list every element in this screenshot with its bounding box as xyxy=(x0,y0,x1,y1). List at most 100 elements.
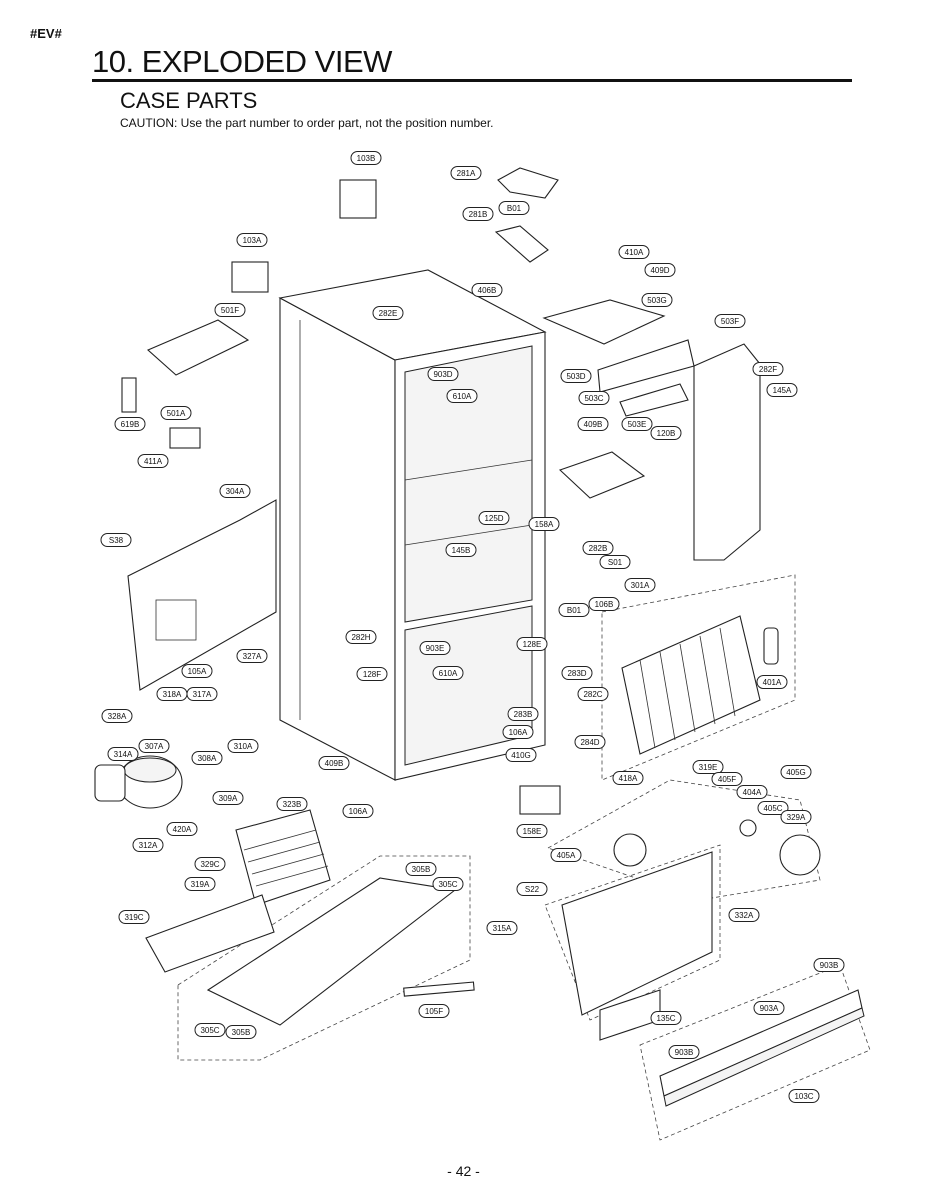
callout-text: 406B xyxy=(478,286,497,295)
callout-text: 145A xyxy=(773,386,792,395)
callout-text: 319A xyxy=(191,880,210,889)
callout-329a: 329A xyxy=(780,810,812,824)
callout-text: 301A xyxy=(631,581,650,590)
callout-text: 903E xyxy=(426,644,445,653)
callout-text: 282B xyxy=(589,544,608,553)
callout-332a: 332A xyxy=(728,908,760,922)
evaporator xyxy=(601,574,796,781)
callout-305b: 305B xyxy=(225,1025,257,1039)
page-number: - 42 - xyxy=(447,1163,480,1179)
callout-text: 145B xyxy=(452,546,471,555)
callout-103c: 103C xyxy=(788,1089,820,1103)
callout-323b: 323B xyxy=(276,797,308,811)
top-hinge xyxy=(231,167,559,293)
callout-text: 318A xyxy=(163,690,182,699)
callout-b01: B01 xyxy=(558,603,590,617)
callout-503g: 503G xyxy=(641,293,673,307)
callout-text: 503C xyxy=(584,394,603,403)
section-subtitle: CASE PARTS xyxy=(120,88,258,113)
callout-text: 323B xyxy=(283,800,302,809)
callout-text: 418A xyxy=(619,774,638,783)
callout-307a: 307A xyxy=(138,739,170,753)
condenser-coil xyxy=(235,809,331,906)
callout-619b: 619B xyxy=(114,417,146,431)
callout-text: 128E xyxy=(523,640,542,649)
callout-text: 619B xyxy=(121,420,140,429)
callout-501a: 501A xyxy=(160,406,192,420)
callout-text: 103C xyxy=(794,1092,813,1101)
machine-compartment-cover xyxy=(121,319,277,691)
callout-text: 310A xyxy=(234,742,253,751)
callout-405a: 405A xyxy=(550,848,582,862)
callout-text: 158E xyxy=(523,827,542,836)
callout-503d: 503D xyxy=(560,369,592,383)
callout-text: 410G xyxy=(511,751,531,760)
callout-text: 120B xyxy=(657,429,676,438)
callout-409b: 409B xyxy=(318,756,350,770)
callout-text: 105F xyxy=(425,1007,443,1016)
callout-text: 106B xyxy=(595,600,614,609)
callout-text: 305C xyxy=(438,880,457,889)
callout-282e: 282E xyxy=(372,306,404,320)
callout-309a: 309A xyxy=(212,791,244,805)
callout-409d: 409D xyxy=(644,263,676,277)
callout-text: 105A xyxy=(188,667,207,676)
duct-assembly xyxy=(542,299,761,561)
callout-text: 420A xyxy=(173,825,192,834)
callout-283d: 283D xyxy=(561,666,593,680)
callout-135c: 135C xyxy=(650,1011,682,1025)
callout-text: 610A xyxy=(439,669,458,678)
callout-text: 103B xyxy=(357,154,376,163)
callout-text: 503G xyxy=(647,296,667,305)
callout-text: 319C xyxy=(124,913,143,922)
callout-903e: 903E xyxy=(419,641,451,655)
callout-503c: 503C xyxy=(578,391,610,405)
callout-b01: B01 xyxy=(498,201,530,215)
callout-410a: 410A xyxy=(618,245,650,259)
callout-282b: 282B xyxy=(582,541,614,555)
callout-145a: 145A xyxy=(766,383,798,397)
callout-329c: 329C xyxy=(194,857,226,871)
callout-319a: 319A xyxy=(184,877,216,891)
callout-314a: 314A xyxy=(107,747,139,761)
callout-158e: 158E xyxy=(516,824,548,838)
callout-106a: 106A xyxy=(342,804,374,818)
callout-903d: 903D xyxy=(427,367,459,381)
callout-284d: 284D xyxy=(574,735,606,749)
callout-282c: 282C xyxy=(577,687,609,701)
callout-503f: 503F xyxy=(714,314,746,328)
callout-310a: 310A xyxy=(227,739,259,753)
rear-cover xyxy=(544,844,721,1041)
callout-text: 329C xyxy=(200,860,219,869)
callout-text: S01 xyxy=(608,558,623,567)
callout-903a: 903A xyxy=(753,1001,785,1015)
callout-text: 329A xyxy=(787,813,806,822)
callout-text: S38 xyxy=(109,536,124,545)
callout-283b: 283B xyxy=(507,707,539,721)
callout-text: 284D xyxy=(580,738,599,747)
callout-text: 409B xyxy=(325,759,344,768)
callout-103b: 103B xyxy=(350,151,382,165)
callout-text: 312A xyxy=(139,841,158,850)
callout-s22: S22 xyxy=(516,882,548,896)
callout-text: 282C xyxy=(583,690,602,699)
callout-405c: 405C xyxy=(757,801,789,815)
callout-text: 405A xyxy=(557,851,576,860)
callout-text: 332A xyxy=(735,911,754,920)
callout-text: 405F xyxy=(718,775,736,784)
callout-text: 404A xyxy=(743,788,762,797)
callout-317a: 317A xyxy=(186,687,218,701)
callout-text: 903B xyxy=(820,961,839,970)
callout-text: 317A xyxy=(193,690,212,699)
callout-304a: 304A xyxy=(219,484,251,498)
callout-312a: 312A xyxy=(132,838,164,852)
callout-text: 158A xyxy=(535,520,554,529)
fan-assembly xyxy=(519,779,821,901)
callout-308a: 308A xyxy=(191,751,223,765)
callout-s38: S38 xyxy=(100,533,132,547)
callout-text: 503E xyxy=(628,420,647,429)
cabinet xyxy=(278,269,547,781)
callout-281a: 281A xyxy=(450,166,482,180)
callout-305b: 305B xyxy=(405,862,437,876)
callout-158a: 158A xyxy=(528,517,560,531)
